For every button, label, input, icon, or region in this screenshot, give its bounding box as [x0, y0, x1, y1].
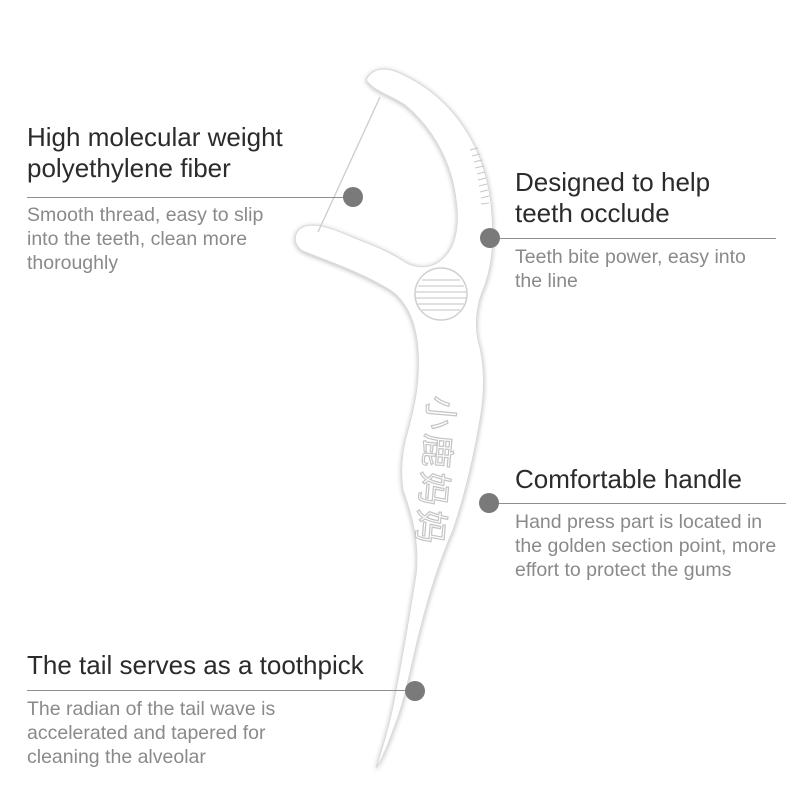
callout-handle: Comfortable handle: [515, 464, 795, 495]
callout-occlude-marker: [480, 228, 500, 248]
callout-tail-body: The radian of the tail wave is accelerat…: [27, 697, 327, 769]
callout-occlude-desc: Teeth bite power, easy into the line: [515, 246, 746, 292]
callout-tail-rule: [27, 690, 417, 691]
callout-handle-desc: Hand press part is located in the golden…: [515, 511, 777, 581]
callout-occlude-title: Designed to help teeth occlude: [515, 167, 711, 228]
callout-occlude-rule: [496, 238, 776, 239]
callout-fiber-body: Smooth thread, easy to slip into the tee…: [27, 203, 289, 275]
callout-tail-title: The tail serves as a toothpick: [27, 650, 364, 680]
callout-tail: The tail serves as a toothpick: [27, 650, 427, 681]
callout-fiber: High molecular weight polyethylene fiber: [27, 122, 337, 184]
serration-ridges: [469, 147, 490, 205]
callout-handle-rule: [496, 503, 786, 504]
floss-thread: [317, 96, 381, 233]
callout-fiber-marker: [343, 187, 363, 207]
callout-handle-body: Hand press part is located in the golden…: [515, 510, 790, 582]
callout-tail-marker: [405, 681, 425, 701]
callout-occlude: Designed to help teeth occlude: [515, 167, 755, 229]
callout-occlude-body: Teeth bite power, easy into the line: [515, 245, 765, 293]
callout-fiber-title: High molecular weight polyethylene fiber: [27, 122, 283, 183]
floss-pick-body: [294, 68, 494, 769]
callout-handle-marker: [479, 493, 499, 513]
callout-fiber-desc: Smooth thread, easy to slip into the tee…: [27, 204, 264, 274]
callout-fiber-rule: [27, 197, 347, 198]
callout-handle-title: Comfortable handle: [515, 464, 742, 494]
callout-tail-desc: The radian of the tail wave is accelerat…: [27, 698, 276, 768]
grip-disc: [414, 267, 468, 321]
